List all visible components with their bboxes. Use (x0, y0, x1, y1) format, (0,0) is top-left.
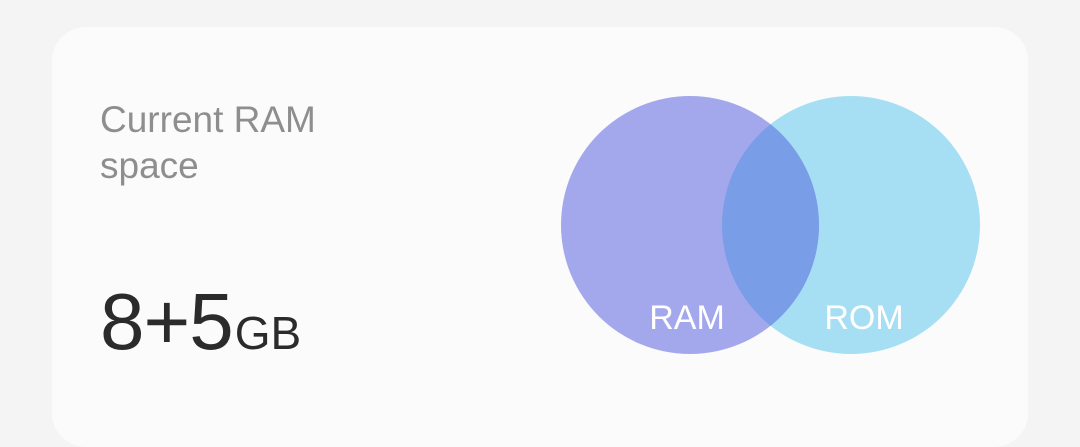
ram-unit: GB (234, 307, 302, 359)
ram-value: 8+5 (100, 277, 234, 366)
ram-rom-venn-diagram: RAM ROM (560, 95, 982, 357)
rom-label: ROM (824, 299, 903, 337)
ram-info-card: Current RAM space 8+5 GB RAM ROM (52, 27, 1028, 447)
ram-label: RAM (649, 299, 725, 337)
card-title: Current RAM space (100, 99, 316, 186)
ram-value-display: 8+5 GB (100, 277, 301, 367)
overlap-region (722, 96, 819, 354)
venn-svg: RAM ROM (561, 96, 980, 354)
